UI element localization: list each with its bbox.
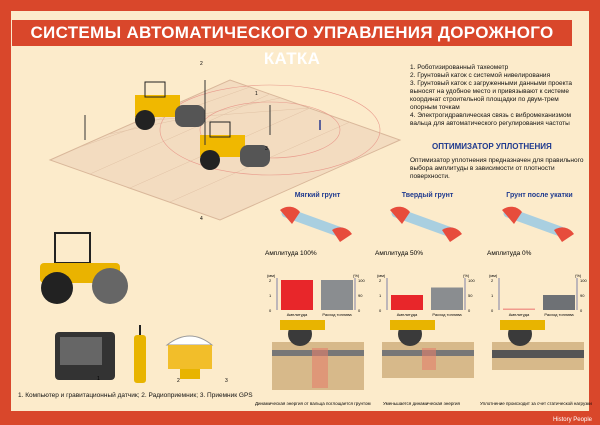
bar-label: Расход топлива bbox=[544, 312, 574, 317]
label-3: 3 bbox=[265, 146, 268, 152]
soil-soft bbox=[272, 320, 364, 390]
left-tick: 1 bbox=[269, 293, 272, 298]
left-tick: 1 bbox=[379, 293, 382, 298]
eccentric-shaft-icon bbox=[502, 206, 574, 242]
left-tick: 0 bbox=[379, 308, 382, 313]
site-illustration: 2 1 3 4 bbox=[48, 61, 402, 222]
right-unit: (%) bbox=[353, 273, 360, 278]
bar-amplitude bbox=[391, 295, 423, 310]
bar-amplitude bbox=[281, 280, 313, 310]
label-4: 4 bbox=[200, 216, 203, 222]
optimizer-text: Оптимизатор уплотнения предназначен для … bbox=[410, 157, 584, 180]
bar-fuel bbox=[321, 280, 353, 310]
amplitude-label: Амплитуда 100% bbox=[265, 250, 317, 257]
right-tick: 100 bbox=[580, 278, 587, 283]
radio-receiver-icon bbox=[134, 325, 146, 383]
right-tick: 0 bbox=[468, 308, 471, 313]
soil-caption-3: Уплотнение происходит за счет статическо… bbox=[480, 401, 592, 406]
left-tick: 2 bbox=[269, 278, 272, 283]
soil-illustrations bbox=[272, 320, 584, 390]
legend-item: 2. Грунтовый каток с системой нивелирова… bbox=[410, 72, 551, 79]
right-tick: 90 bbox=[358, 293, 363, 298]
legend-item: 4. Электрогидравлическая связь с виброме… bbox=[410, 112, 572, 127]
roller-3-icon bbox=[200, 121, 270, 170]
bar-fuel bbox=[543, 295, 575, 310]
right-tick: 100 bbox=[358, 278, 365, 283]
right-tick: 100 bbox=[468, 278, 475, 283]
right-tick: 90 bbox=[580, 293, 585, 298]
left-unit: (мм) bbox=[267, 273, 276, 278]
legend-item: 3. Грунтовый каток с загруженными данным… bbox=[410, 80, 573, 111]
left-tick: 0 bbox=[491, 308, 494, 313]
legend-item: 1. Роботизированный тахеометр bbox=[410, 64, 509, 71]
optimizer-heading: ОПТИМИЗАТОР УПЛОТНЕНИЯ bbox=[432, 142, 552, 151]
soil-hard bbox=[382, 320, 474, 378]
panel-heading: Мягкий грунт bbox=[294, 192, 341, 199]
soil-caption-1: Динамическая энергия от вальца поглощает… bbox=[255, 401, 371, 406]
poster-title: СИСТЕМЫ АВТОМАТИЧЕСКОГО УПРАВЛЕНИЯ ДОРОЖ… bbox=[12, 20, 572, 68]
computer-icon bbox=[55, 332, 115, 380]
left-tick: 2 bbox=[379, 278, 382, 283]
device-1-num: 1 bbox=[97, 376, 100, 382]
device-caption: 1. Компьютер и гравитационный датчик; 2.… bbox=[18, 392, 253, 399]
bar-chart: (мм) (%) Амплитуда Расход топлива 0 1 2 0 90 1… bbox=[489, 273, 587, 317]
gps-receiver-icon bbox=[165, 335, 214, 379]
bar-label: Амплитуда bbox=[397, 312, 418, 317]
panel-heading: Твердый грунт bbox=[401, 192, 454, 199]
right-tick: 0 bbox=[358, 308, 361, 313]
bar-label: Расход топлива bbox=[322, 312, 352, 317]
left-tick: 0 bbox=[269, 308, 272, 313]
label-2: 2 bbox=[200, 61, 203, 67]
device-2-num: 2 bbox=[177, 378, 180, 384]
eccentric-shaft-icon bbox=[280, 206, 352, 242]
right-tick: 0 bbox=[580, 308, 583, 313]
left-tick: 1 bbox=[491, 293, 494, 298]
right-unit: (%) bbox=[575, 273, 582, 278]
right-tick: 50 bbox=[468, 293, 473, 298]
bar-fuel bbox=[431, 287, 463, 310]
footer-logo: History People bbox=[552, 417, 592, 423]
right-unit: (%) bbox=[463, 273, 470, 278]
device-3-num: 3 bbox=[225, 378, 228, 384]
amplitude-label: Амплитуда 0% bbox=[487, 250, 532, 257]
left-tick: 2 bbox=[491, 278, 494, 283]
left-unit: (мм) bbox=[377, 273, 386, 278]
devices-illustration: 1 2 3 bbox=[55, 325, 228, 384]
soil-caption-2: Уменьшается динамическая энергия bbox=[383, 401, 460, 406]
bar-label: Амплитуда bbox=[287, 312, 308, 317]
panel-heading: Грунт после укатки bbox=[506, 192, 573, 199]
left-unit: (мм) bbox=[489, 273, 498, 278]
roller-side-icon bbox=[40, 232, 128, 304]
soil-compacted bbox=[492, 320, 584, 370]
amplitude-label: Амплитуда 50% bbox=[375, 250, 424, 257]
label-1: 1 bbox=[255, 91, 258, 97]
roller-2-icon bbox=[135, 81, 205, 130]
eccentric-shaft-icon bbox=[390, 206, 462, 242]
bar-label: Амплитуда bbox=[509, 312, 530, 317]
bar-label: Расход топлива bbox=[432, 312, 462, 317]
bar-chart: (мм) (%) Амплитуда Расход топлива 0 1 2 0 90 1… bbox=[267, 273, 365, 317]
bar-chart: (мм) (%) Амплитуда Расход топлива 0 1 2 0 50 1… bbox=[377, 273, 475, 317]
bar-amplitude bbox=[503, 308, 535, 310]
